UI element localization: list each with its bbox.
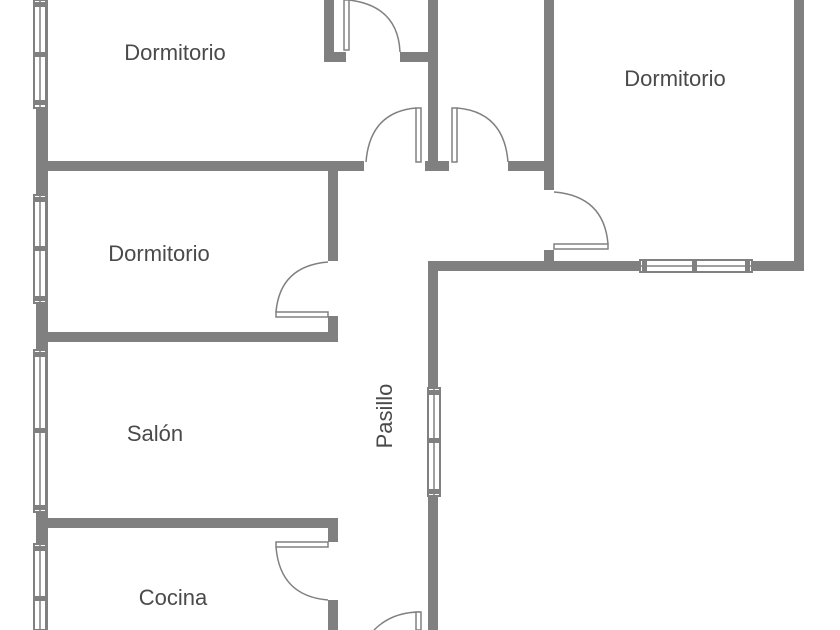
room-label-bedroom-top-right: Dormitorio <box>624 66 725 91</box>
wall-bedroom-right-door-stub <box>544 250 554 270</box>
door-bedroom2 <box>275 261 329 318</box>
window-kitchen <box>33 543 47 630</box>
walls <box>36 0 804 630</box>
window-hallway <box>427 387 441 497</box>
window-bedroom-right <box>639 259 753 273</box>
room-label-living-room: Salón <box>127 421 183 446</box>
room-label-bedroom-middle-left: Dormitorio <box>108 241 209 266</box>
wall-center-upper <box>428 0 438 171</box>
wall-kitchen-right-lower <box>328 600 338 630</box>
wall-bedroom2-right-upper <box>328 171 338 261</box>
door-bedroom1 <box>365 107 422 163</box>
wall-bedroom1-bottom <box>36 161 364 171</box>
room-label-bedroom-top-left: Dormitorio <box>124 40 225 65</box>
wall-salon-bottom <box>36 518 338 528</box>
wall-bedroom-right-bottom-left-stub <box>508 161 554 171</box>
wall-bedroom2-right-lower <box>328 316 338 342</box>
wall-bedroom-right-right <box>794 0 804 271</box>
door-closet-right <box>451 107 509 163</box>
wall-bedroom1-right-stub-bottom <box>324 52 346 62</box>
window-salon <box>33 349 47 513</box>
room-label-kitchen: Cocina <box>139 585 208 610</box>
doors <box>275 0 609 630</box>
wall-closet-bottom <box>400 52 436 62</box>
wall-kitchen-right-upper <box>328 518 338 542</box>
wall-bedroom2-bottom <box>36 332 338 342</box>
windows <box>33 0 753 630</box>
room-label-hallway: Pasillo <box>372 384 397 449</box>
door-closet-top <box>343 0 401 53</box>
door-kitchen <box>275 541 329 601</box>
wall-bedroom1-right-stub <box>324 0 334 60</box>
window-bedroom1 <box>33 0 47 109</box>
door-hallway-bottom <box>373 611 422 630</box>
wall-bedroom-right-left <box>544 0 554 190</box>
wall-bedroom-right-bottom <box>428 261 804 271</box>
door-bedroom-right <box>553 191 609 250</box>
window-bedroom2 <box>33 194 47 304</box>
room-labels: Dormitorio Dormitorio Dormitorio Salón C… <box>108 40 725 610</box>
